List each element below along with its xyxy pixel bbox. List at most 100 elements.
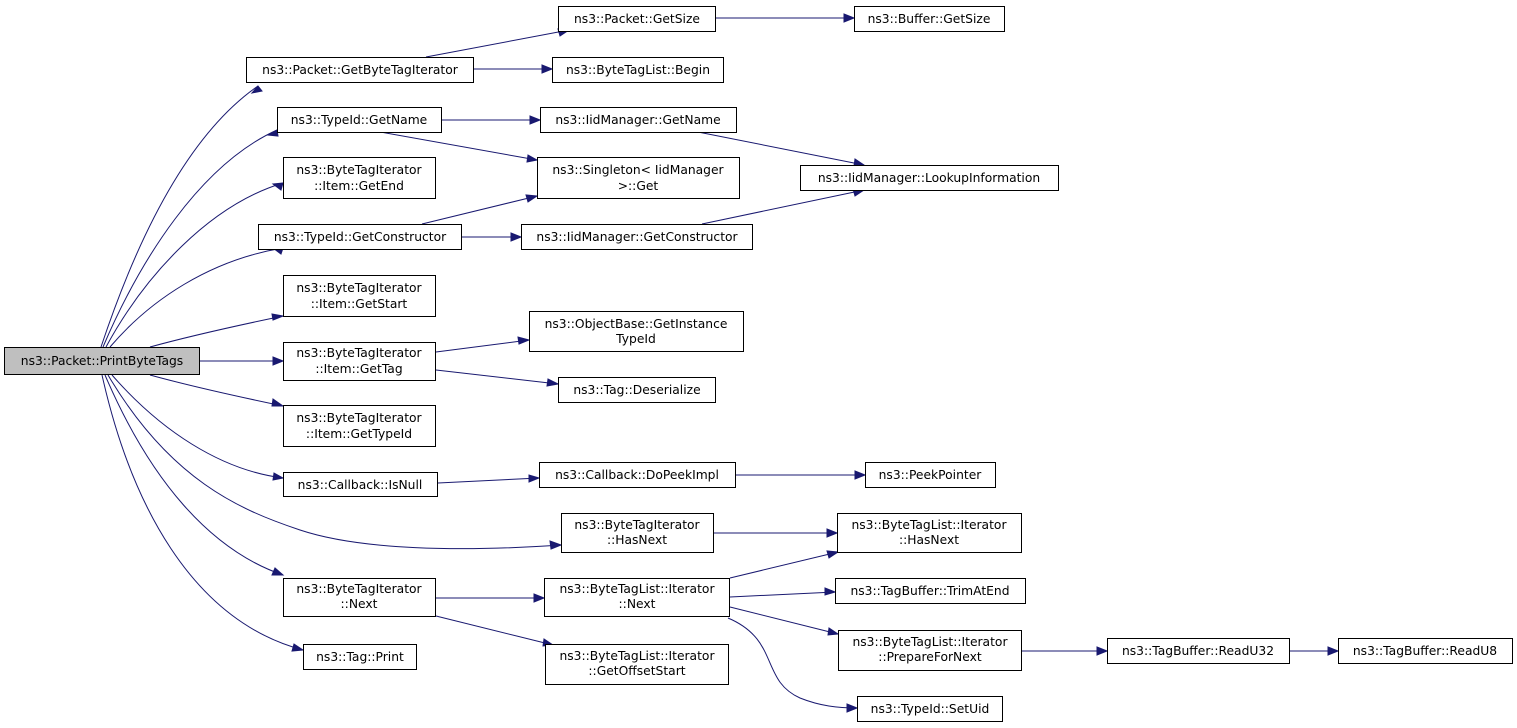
node-getoffstart-line2: ::GetOffsetStart <box>588 664 685 678</box>
node-tagprint[interactable]: ns3::Tag::Print <box>303 644 417 670</box>
node-singletonget-line2: >::Get <box>618 179 659 193</box>
node-cbdopeek-label: ns3::Callback::DoPeekImpl <box>555 468 719 482</box>
node-buffergetsize[interactable]: ns3::Buffer::GetSize <box>854 6 1005 32</box>
node-btnext-line1: ns3::ByteTagIterator <box>296 582 422 596</box>
edge-btlitnext-setuid <box>727 617 859 713</box>
edge-typeidgetctor-singletonget <box>421 194 539 225</box>
node-getbytetagiter-label: ns3::Packet::GetByteTagIterator <box>262 63 459 77</box>
node-btlithasnext[interactable]: ns3::ByteTagList::Iterator::HasNext <box>837 513 1022 553</box>
node-trimatend[interactable]: ns3::TagBuffer::TrimAtEnd <box>835 578 1026 604</box>
edge-btlitnext-trimatend <box>729 587 837 598</box>
node-tagprint-label: ns3::Tag::Print <box>316 650 404 664</box>
node-itemgettag[interactable]: ns3::ByteTagIterator::Item::GetTag <box>283 342 436 381</box>
node-getoffstart-line1: ns3::ByteTagList::Iterator <box>559 649 715 663</box>
node-cbisnull-label: ns3::Callback::IsNull <box>298 478 423 492</box>
node-lookupinfo-label: ns3::IidManager::LookupInformation <box>818 171 1040 185</box>
node-objgetinst-line2: TypeId <box>615 332 656 346</box>
node-readu32-label: ns3::TagBuffer::ReadU32 <box>1122 644 1274 658</box>
edge-typeidgetname-singletonget <box>379 131 539 163</box>
node-setuid[interactable]: ns3::TypeId::SetUid <box>857 696 1003 722</box>
node-typeidgetname[interactable]: ns3::TypeId::GetName <box>277 107 442 133</box>
edge-btlitnext-prepnext <box>729 606 840 636</box>
node-itemgettag-line1: ns3::ByteTagIterator <box>296 346 422 360</box>
node-typeidgetctor[interactable]: ns3::TypeId::GetConstructor <box>258 224 462 250</box>
node-itemgetend[interactable]: ns3::ByteTagIterator::Item::GetEnd <box>283 157 436 199</box>
node-btlbegin-label: ns3::ByteTagList::Begin <box>566 63 710 77</box>
edge-typeidgetctor-iidgetctor <box>462 232 523 242</box>
node-itemgetend-line1: ns3::ByteTagIterator <box>296 163 422 177</box>
node-getbytetagiter[interactable]: ns3::Packet::GetByteTagIterator <box>246 57 474 83</box>
node-peekptr[interactable]: ns3::PeekPointer <box>865 462 996 488</box>
edge-btlitnext-btlithasnext <box>729 550 840 579</box>
edge-bthasnext-btlithasnext <box>714 528 839 538</box>
node-btnext[interactable]: ns3::ByteTagIterator::Next <box>283 578 436 617</box>
node-buffergetsize-label: ns3::Buffer::GetSize <box>868 12 991 26</box>
edge-root-itemgetstart <box>149 313 285 348</box>
node-objgetinst-line1: ns3::ObjectBase::GetInstance <box>545 317 728 331</box>
edge-prepnext-readu32 <box>1021 646 1109 656</box>
edge-root-cbisnull <box>111 374 285 481</box>
node-btlbegin[interactable]: ns3::ByteTagList::Begin <box>552 57 724 83</box>
node-singletonget-line1: ns3::Singleton< IidManager <box>552 163 724 177</box>
node-itemgetstart-line1: ns3::ByteTagIterator <box>296 281 422 295</box>
node-prepnext-line1: ns3::ByteTagList::Iterator <box>852 635 1008 649</box>
node-bthasnext-line1: ns3::ByteTagIterator <box>574 518 700 532</box>
edge-root-typeidgetctor <box>109 247 284 348</box>
node-setuid-label: ns3::TypeId::SetUid <box>871 702 990 716</box>
node-bthasnext[interactable]: ns3::ByteTagIterator::HasNext <box>561 513 714 553</box>
node-cbisnull[interactable]: ns3::Callback::IsNull <box>283 472 438 497</box>
node-itemgetstart-line2: ::Item::GetStart <box>311 297 408 311</box>
node-singletonget[interactable]: ns3::Singleton< IidManager>::Get <box>537 157 740 199</box>
edge-root-btnext <box>104 374 285 576</box>
node-prepnext-line2: ::PrepareForNext <box>878 650 982 664</box>
node-cbdopeek[interactable]: ns3::Callback::DoPeekImpl <box>539 462 736 488</box>
edge-root-itemgetend <box>105 182 284 348</box>
node-itemgettypeid-line1: ns3::ByteTagIterator <box>296 411 422 425</box>
edge-root-tagprint <box>101 374 305 652</box>
node-bthasnext-line2: ::HasNext <box>607 533 667 547</box>
edge-root-bthasnext <box>107 374 563 550</box>
node-lookupinfo[interactable]: ns3::IidManager::LookupInformation <box>800 165 1059 191</box>
node-packetgetsize-label: ns3::Packet::GetSize <box>574 12 700 26</box>
node-btnext-line2: ::Next <box>341 597 378 611</box>
node-iidgetname[interactable]: ns3::IidManager::GetName <box>540 107 737 133</box>
node-trimatend-label: ns3::TagBuffer::TrimAtEnd <box>850 584 1009 598</box>
node-btlithasnext-line2: ::HasNext <box>899 533 959 547</box>
edge-cbdopeek-peekptr <box>736 470 867 480</box>
node-root-label: ns3::Packet::PrintByteTags <box>21 354 183 368</box>
node-packetgetsize[interactable]: ns3::Packet::GetSize <box>558 6 716 32</box>
node-typeidgetname-label: ns3::TypeId::GetName <box>291 113 427 127</box>
edge-getbytetagiter-btlbegin <box>474 64 554 74</box>
node-btlitnext-line1: ns3::ByteTagList::Iterator <box>559 582 715 596</box>
node-itemgettypeid[interactable]: ns3::ByteTagIterator::Item::GetTypeId <box>283 405 436 447</box>
node-root[interactable]: ns3::Packet::PrintByteTags <box>4 347 200 375</box>
edge-cbisnull-cbdopeek <box>437 474 541 484</box>
node-tagdeser[interactable]: ns3::Tag::Deserialize <box>558 377 716 403</box>
node-iidgetctor-label: ns3::IidManager::GetConstructor <box>536 230 738 244</box>
node-getoffstart[interactable]: ns3::ByteTagList::Iterator::GetOffsetSta… <box>545 644 729 685</box>
node-readu32[interactable]: ns3::TagBuffer::ReadU32 <box>1107 638 1290 664</box>
node-readu8-label: ns3::TagBuffer::ReadU8 <box>1353 644 1497 658</box>
node-peekptr-label: ns3::PeekPointer <box>879 468 983 482</box>
edge-btnext-btlitnext <box>436 593 546 603</box>
edge-packetgetsize-buffergetsize <box>716 13 856 23</box>
node-iidgetctor[interactable]: ns3::IidManager::GetConstructor <box>521 224 753 250</box>
nodes-layer: ns3::Packet::PrintByteTags ns3::Packet::… <box>4 6 1513 722</box>
node-readu8[interactable]: ns3::TagBuffer::ReadU8 <box>1338 638 1513 664</box>
node-itemgettypeid-line2: ::Item::GetTypeId <box>306 427 412 441</box>
node-itemgettag-line2: ::Item::GetTag <box>315 362 402 376</box>
edge-root-getbytetagiter <box>100 85 263 348</box>
node-itemgetstart[interactable]: ns3::ByteTagIterator::Item::GetStart <box>283 275 436 317</box>
node-prepnext[interactable]: ns3::ByteTagList::Iterator::PrepareForNe… <box>838 630 1022 671</box>
edge-itemgettag-tagdeser <box>435 369 560 387</box>
node-btlithasnext-line1: ns3::ByteTagList::Iterator <box>851 518 1007 532</box>
node-iidgetname-label: ns3::IidManager::GetName <box>555 113 720 127</box>
node-btlitnext-line2: ::Next <box>619 597 656 611</box>
edge-btnext-getoffstart <box>435 615 555 647</box>
edge-readu32-readu8 <box>1289 646 1340 656</box>
edges-layer <box>100 13 1340 713</box>
edge-itemgettag-objgetinst <box>435 336 531 353</box>
node-btlitnext[interactable]: ns3::ByteTagList::Iterator::Next <box>544 578 730 617</box>
